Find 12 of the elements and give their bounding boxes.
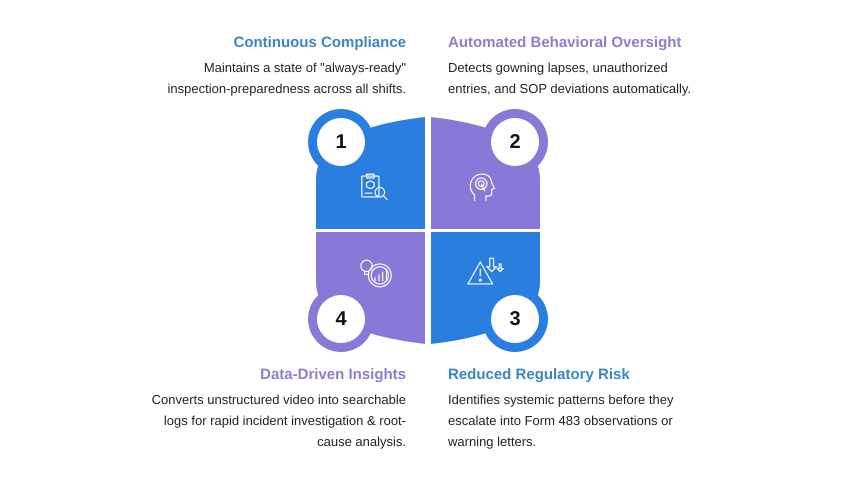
petal-shape: [308, 232, 426, 352]
heading: Data-Driven Insights: [260, 366, 406, 383]
description: Detects gowning lapses, unauthorized entries, and SOP deviations automatically.: [448, 59, 692, 98]
heading: Continuous Compliance: [234, 34, 406, 51]
heading: Reduced Regulatory Risk: [448, 366, 630, 383]
description: Maintains a state of "always-ready" inspection-preparedness across all shifts.: [166, 59, 406, 98]
petal-shape: [430, 232, 548, 352]
petal-shape: [430, 109, 548, 229]
description: Converts unstructured video into searchable logs for rapid incident investigation & root-cause analysis.: [150, 391, 406, 451]
description: Identifies systemic patterns before they escalate into Form 483 observations or warning letters.: [448, 391, 674, 451]
petal-shape: [308, 109, 426, 229]
heading: Automated Behavioral Oversight: [448, 34, 682, 51]
